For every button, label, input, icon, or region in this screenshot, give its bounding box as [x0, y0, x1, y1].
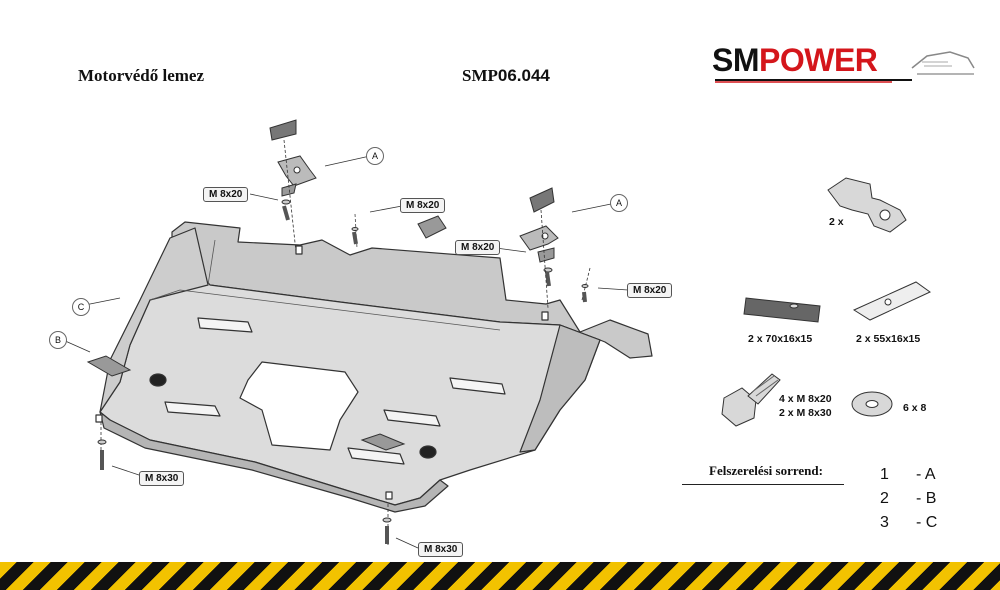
logo-text: SMPOWER [712, 42, 878, 79]
parts-plate2-label: 2 x 55x16x15 [856, 333, 921, 345]
bracket-a-left [269, 119, 317, 253]
logo-power: POWER [759, 42, 878, 78]
marker-b: B [49, 331, 67, 349]
install-step-number: 3 [880, 514, 889, 531]
front-bolts [97, 422, 392, 545]
parts-plate1-drawing [743, 297, 821, 323]
smpower-logo: SMPOWER [712, 38, 982, 84]
bracket-a-right [519, 187, 559, 309]
parts-bolt-line2: 2 x M 8x30 [779, 407, 832, 419]
callout-m8x20-left: M 8x20 [203, 187, 249, 202]
parts-bracket-drawing [827, 177, 907, 233]
front-plate [360, 433, 406, 451]
parts-washer-drawing [851, 391, 893, 417]
install-step-letter: - A [916, 466, 936, 483]
part-b-plate [86, 355, 132, 377]
right-bolt [581, 267, 591, 303]
install-step-1: 1 - A [880, 466, 936, 484]
parts-plate2-drawing [852, 281, 931, 321]
hazard-stripe-footer [0, 562, 1000, 590]
leader-lines [62, 155, 629, 549]
install-step-number: 2 [880, 490, 889, 507]
install-step-number: 1 [880, 466, 889, 483]
logo-car-icon [715, 51, 975, 83]
callout-m8x20-far-right: M 8x20 [627, 283, 673, 298]
callout-m8x30-bottom: M 8x30 [418, 542, 464, 557]
callout-m8x30-left: M 8x30 [139, 471, 185, 486]
parts-washer-label: 6 x 8 [903, 402, 927, 414]
part-code-prefix: SMP [462, 66, 498, 85]
middle-bracket [351, 213, 447, 249]
parts-plate1-label: 2 x 70x16x15 [748, 333, 813, 345]
install-step-letter: - C [916, 514, 938, 531]
install-step-letter: - B [916, 490, 937, 507]
callout-m8x20-right: M 8x20 [455, 240, 501, 255]
parts-bolt-drawing [721, 373, 781, 427]
part-code-number: 06.044 [497, 66, 550, 85]
install-step-3: 3 - C [880, 514, 937, 532]
callout-m8x20-middle: M 8x20 [400, 198, 446, 213]
skid-plate [95, 221, 653, 513]
part-code: SMP06.044 [462, 66, 550, 86]
page-title: Motorvédő lemez [78, 66, 205, 85]
marker-a-right: A [610, 194, 628, 212]
marker-c: C [72, 298, 90, 316]
install-step-2: 2 - B [880, 490, 936, 508]
logo-sm: SM [712, 42, 760, 78]
skid-plate-diagram [62, 119, 931, 549]
parts-bolt-line1: 4 x M 8x20 [779, 393, 832, 405]
marker-a-left: A [366, 147, 384, 165]
install-order-title: Felszerelési sorrend: [709, 463, 823, 478]
install-order-underline [682, 484, 844, 485]
parts-bracket-qty: 2 x [829, 216, 844, 228]
